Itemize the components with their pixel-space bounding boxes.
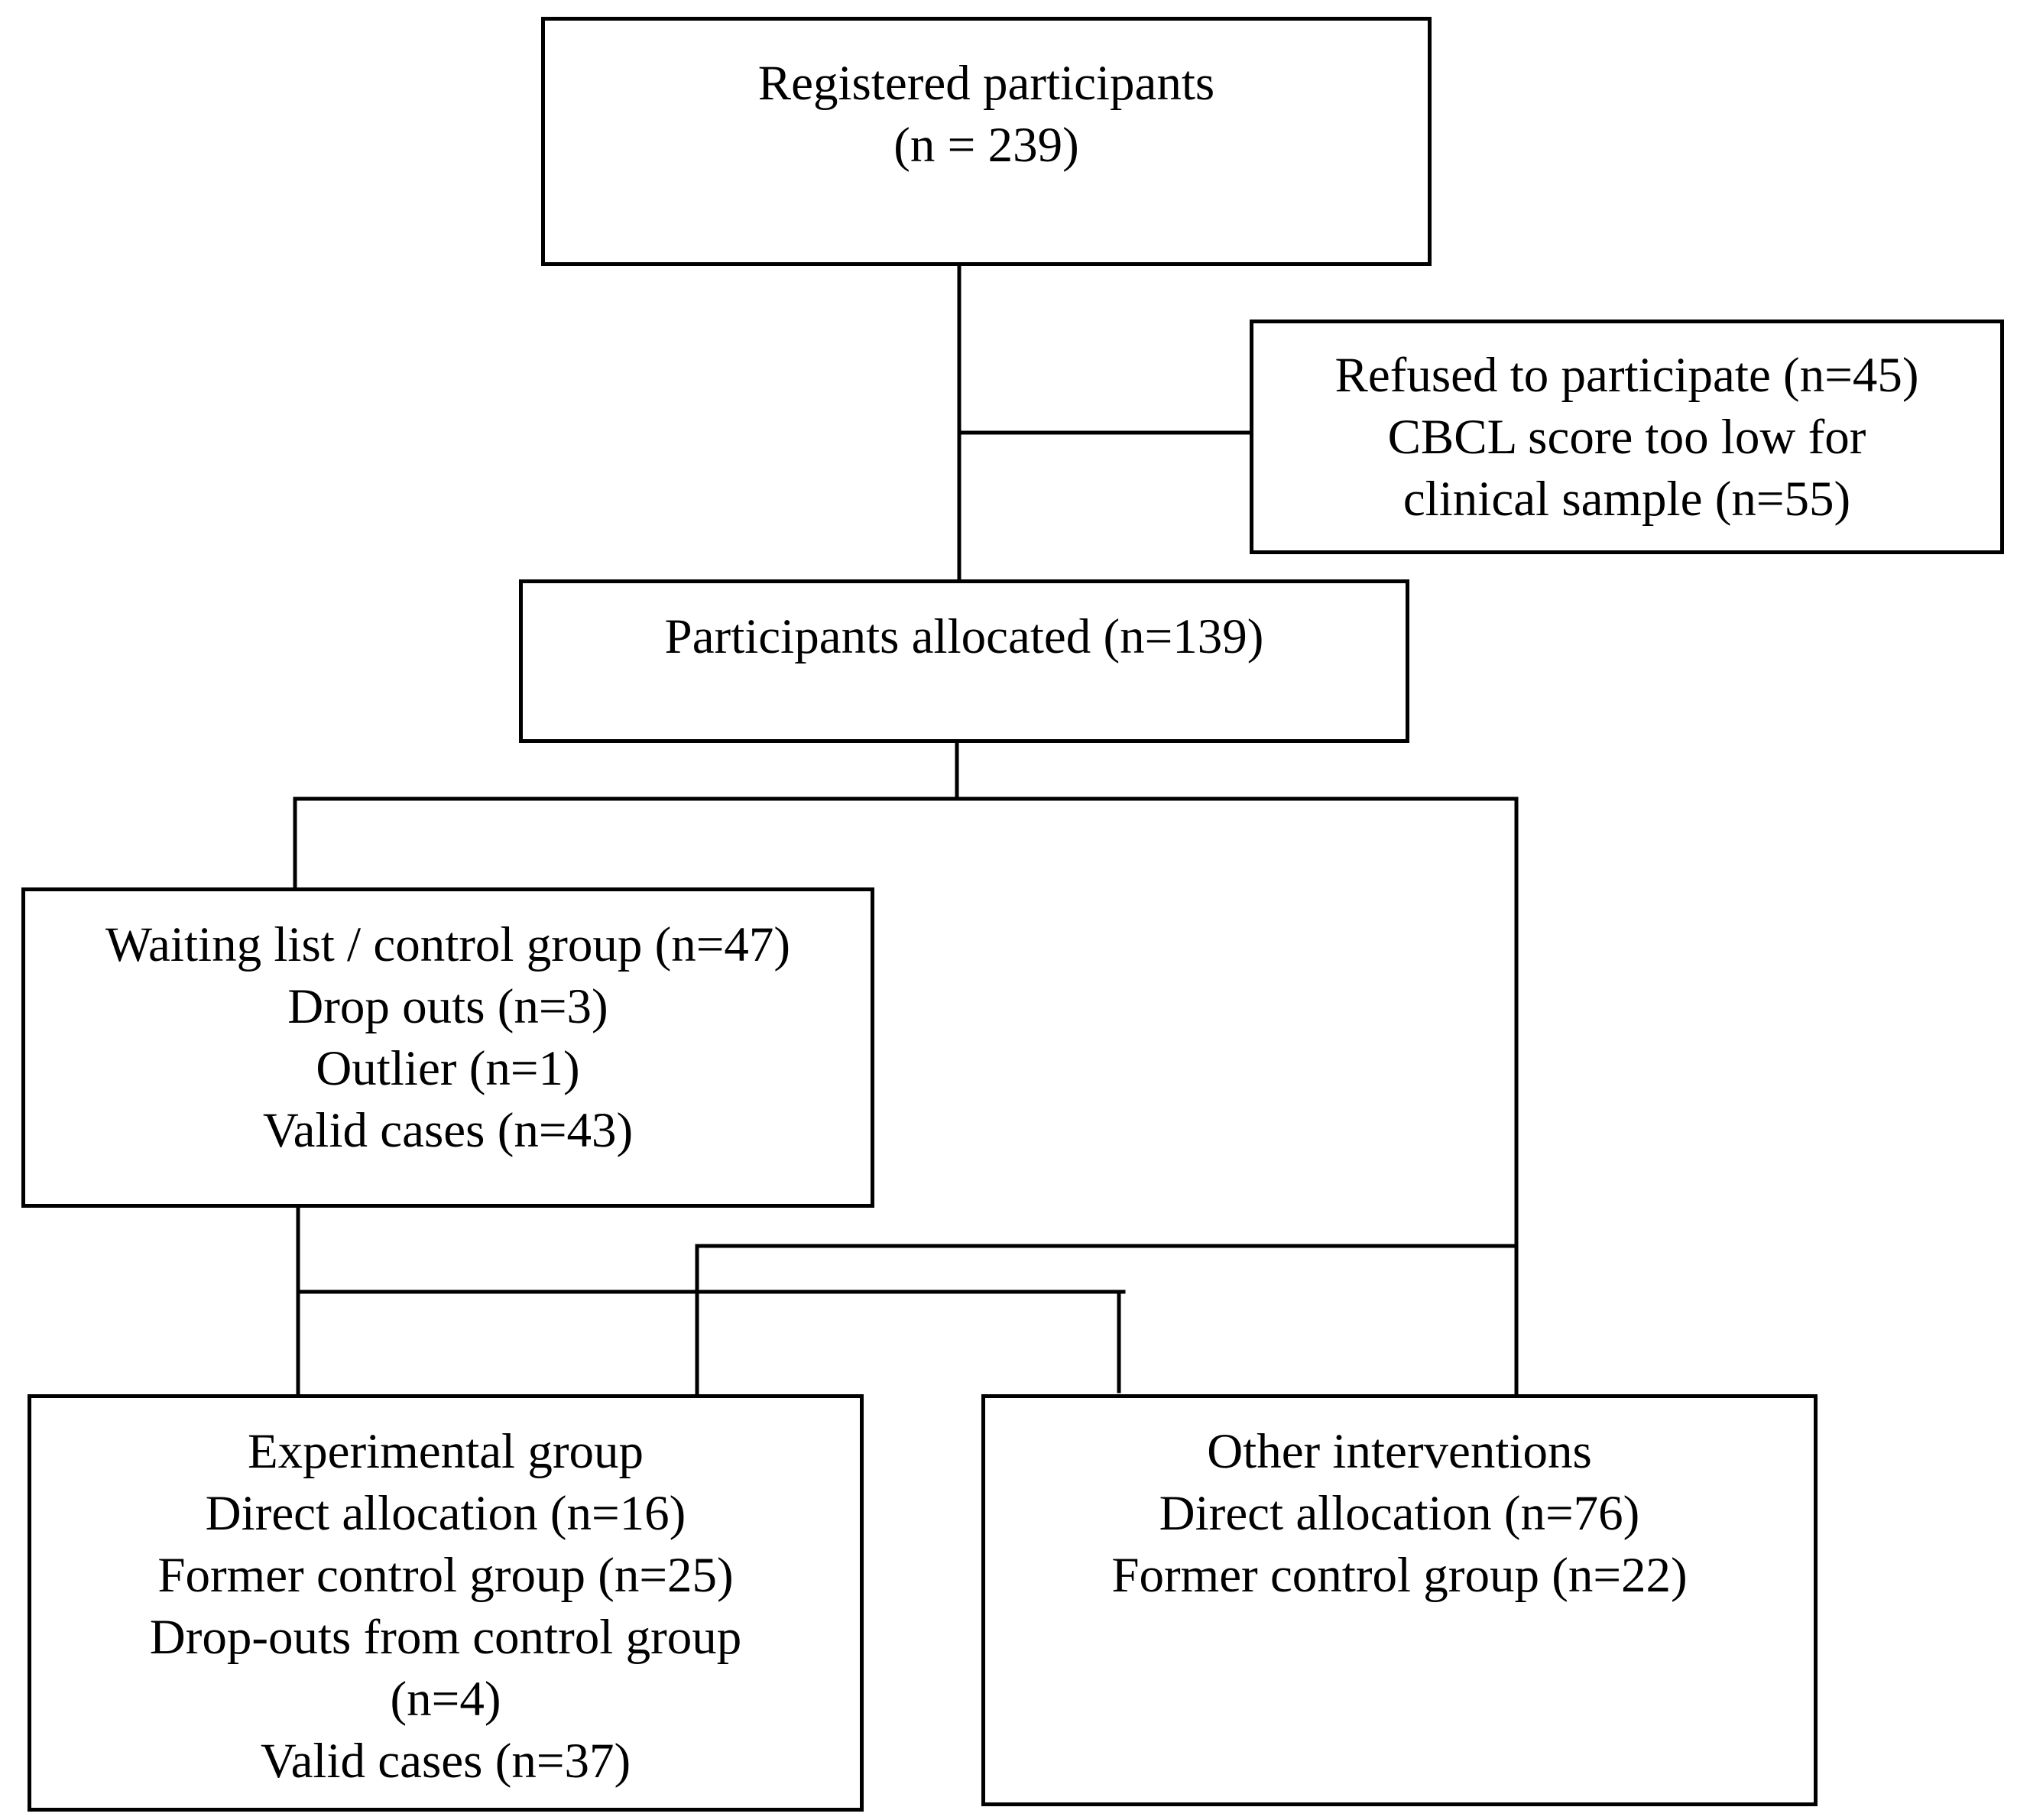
box-line: Former control group (n=25) <box>157 1548 734 1603</box>
other-interventions-box: Other interventions Direct allocation (n… <box>981 1394 1818 1806</box>
participants-allocated-box: Participants allocated (n=139) <box>519 579 1409 743</box>
box-line: CBCL score too low for <box>1387 410 1866 465</box>
box-line: Outlier (n=1) <box>316 1041 580 1096</box>
waiting-list-control-box: Waiting list / control group (n=47) Drop… <box>21 887 874 1208</box>
box-line: Participants allocated (n=139) <box>664 609 1264 664</box>
box-line: Drop outs (n=3) <box>287 979 608 1034</box>
box-line: Drop-outs from control group <box>149 1610 742 1665</box>
box-line: Experimental group <box>247 1424 644 1479</box>
box-line: (n=4) <box>390 1672 501 1727</box>
box-line: Other interventions <box>1207 1424 1592 1479</box>
box-line: (n = 239) <box>893 118 1079 173</box>
box-line: Refused to participate (n=45) <box>1334 348 1919 403</box>
box-line: Direct allocation (n=16) <box>205 1486 686 1541</box>
excluded-participants-box: Refused to participate (n=45) CBCL score… <box>1250 320 2004 554</box>
box-line: Waiting list / control group (n=47) <box>105 917 791 972</box>
box-line: Direct allocation (n=76) <box>1159 1486 1640 1541</box>
box-line: clinical sample (n=55) <box>1402 472 1851 527</box>
box-line: Valid cases (n=43) <box>262 1103 634 1158</box>
experimental-group-box: Experimental group Direct allocation (n=… <box>28 1394 864 1812</box>
box-line: Valid cases (n=37) <box>260 1734 631 1789</box>
box-line: Former control group (n=22) <box>1111 1548 1688 1603</box>
box-line: Registered participants <box>757 56 1215 111</box>
registered-participants-box: Registered participants (n = 239) <box>541 17 1432 266</box>
